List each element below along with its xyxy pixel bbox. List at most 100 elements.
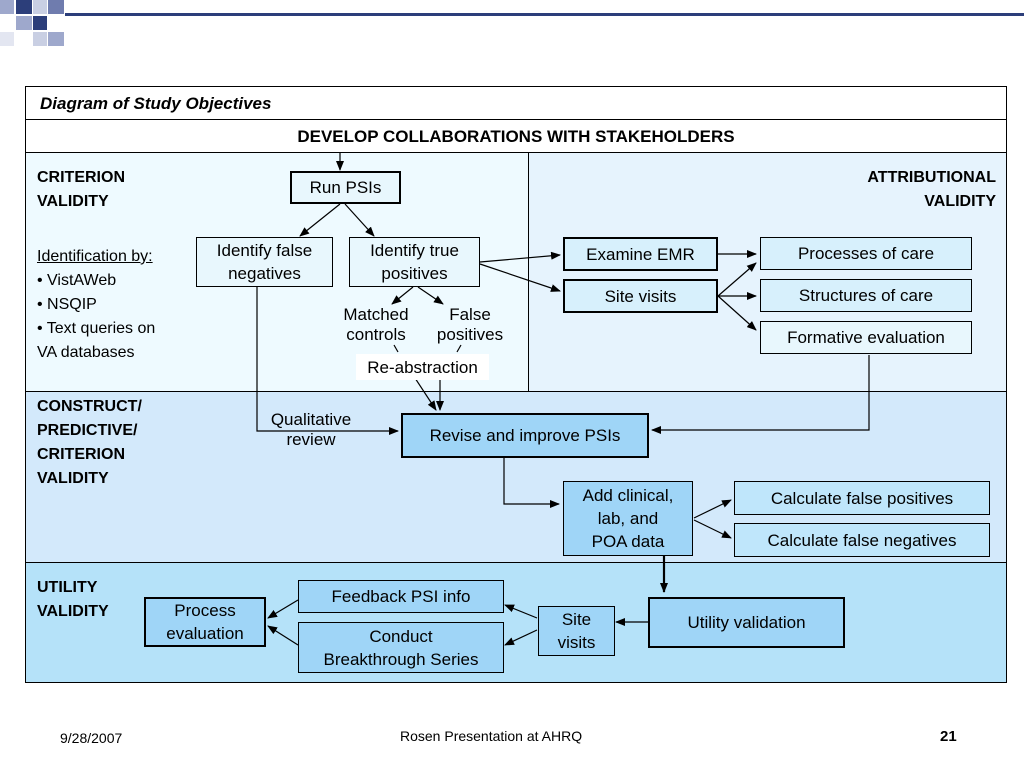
node-text-line: Site [561,610,592,629]
process-evaluation-node: Process evaluation [144,597,266,647]
label-line: ATTRIBUTIONAL [867,169,996,186]
label-line: PREDICTIVE/ [37,422,138,439]
deco-square [48,32,64,46]
deco-square [16,16,32,30]
node-text: Identify true positives [370,239,459,285]
calculate-false-positives-node: Calculate false positives [734,481,990,515]
structures-of-care-node: Structures of care [760,279,972,312]
site-visits-utility-node: Site visits [538,606,615,656]
node-text: Feedback PSI info [331,587,471,606]
node-text-line: lab, and [597,509,659,528]
node-text-line: visits [557,633,596,652]
deco-square [33,0,47,14]
connector [504,629,538,646]
footer-presentation-title: Rosen Presentation at AHRQ [400,728,583,744]
identification-item: • Text queries on [37,320,156,337]
attributional-validity-label: ATTRIBUTIONAL VALIDITY [867,166,996,214]
connector [717,262,757,297]
site-visits-node: Site visits [563,279,718,313]
node-text: Run PSIs [309,178,382,197]
false-positives-label: False positives [425,305,515,345]
connector [693,499,732,519]
node-text-line: Identify true [370,241,459,260]
diagram-title: Diagram of Study Objectives [40,94,272,113]
connector [417,286,444,305]
node-text-line: negatives [228,264,301,283]
label-line: VALIDITY [37,193,109,210]
matched-controls-label: Matched controls [330,305,422,345]
re-abstraction-node: Re-abstraction [356,354,489,380]
node-text: Utility validation [687,613,806,632]
deco-square [33,32,47,46]
connector [479,251,561,263]
identification-list: Identification by: • VistAWeb • NSQIP • … [37,245,155,365]
node-text: Processes of care [797,244,935,263]
connector [456,344,462,353]
processes-of-care-node: Processes of care [760,237,972,270]
identify-false-negatives-node: Identify false negatives [196,237,333,287]
connector [393,344,399,353]
footer-date: 9/28/2007 [60,730,123,746]
node-text-line: positives [436,325,504,344]
identification-item: • VistAWeb [37,272,117,289]
node-text-line: Add clinical, [582,486,674,505]
calculate-false-negatives-node: Calculate false negatives [734,523,990,557]
node-text-line: review [286,430,336,449]
utility-validity-label: UTILITY VALIDITY [37,576,109,624]
label-line: CRITERION [37,446,125,463]
formative-evaluation-node: Formative evaluation [760,321,972,354]
node-text: Calculate false negatives [767,530,957,550]
node-text-line: controls [346,325,406,344]
connector [693,519,732,539]
node-text-line: evaluation [166,624,244,643]
node-text-line: positives [381,264,448,283]
connector [267,625,299,646]
node-text: Structures of care [798,286,934,305]
node-text: Examine EMR [586,244,695,264]
connector [504,604,538,619]
label-line: UTILITY [37,579,98,596]
node-text: Formative evaluation [787,328,945,347]
node-text: Site visits [558,608,596,654]
identification-heading: Identification by: [37,248,153,265]
connector [344,203,375,237]
deco-square [16,0,32,14]
node-text-line: Qualitative [270,410,352,429]
node-text-line: Process [174,601,236,620]
node-text: Identify false negatives [217,239,312,285]
node-text-line: POA data [591,532,665,551]
examine-emr-node: Examine EMR [563,237,718,271]
deco-square [33,16,47,30]
connector [267,599,299,619]
node-text-line: Breakthrough Series [323,649,479,669]
connector [717,295,757,331]
label-line: VALIDITY [37,470,109,487]
node-text: Revise and improve PSIs [429,426,621,445]
deco-line [65,13,1024,16]
label-line: CONSTRUCT/ [37,398,142,415]
deco-square [0,0,14,14]
node-text-line: Matched [343,305,409,324]
run-psis-node: Run PSIs [290,171,401,204]
connector [651,355,870,434]
feedback-psi-info-node: Feedback PSI info [298,580,504,613]
connector [299,203,341,237]
node-text-line: Identify false [216,241,313,260]
stakeholders-header-text: DEVELOP COLLABORATIONS WITH STAKEHOLDERS [297,127,735,146]
label-line: CRITERION [37,169,125,186]
label-line: VALIDITY [37,603,109,620]
connector [503,458,560,508]
deco-square [0,32,14,46]
identification-item: • NSQIP [37,296,97,313]
stakeholders-header: DEVELOP COLLABORATIONS WITH STAKEHOLDERS [25,119,1007,153]
node-text-line: Conduct [369,626,433,646]
construct-validity-label: CONSTRUCT/ PREDICTIVE/ CRITERION VALIDIT… [37,395,142,491]
node-text: Re-abstraction [367,357,478,377]
node-text: Process evaluation [166,599,244,645]
label-line: VALIDITY [924,193,996,210]
utility-validation-node: Utility validation [648,597,845,648]
identification-item: VA databases [37,344,135,361]
